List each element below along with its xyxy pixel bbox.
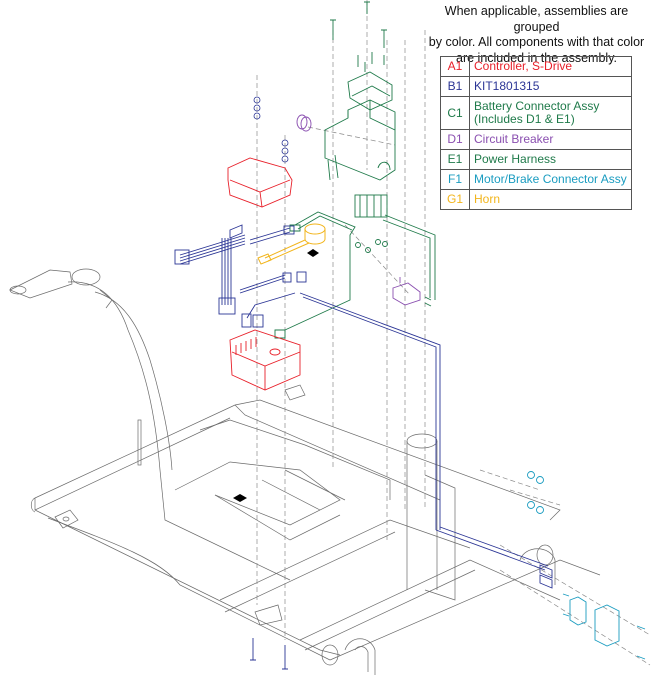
kit-1801315-harness	[174, 224, 553, 670]
legend-row: G1 Horn	[440, 189, 632, 210]
legend-label-line: (Includes D1 & E1)	[474, 112, 575, 126]
note-line: by color. All components with that color	[428, 35, 645, 49]
legend-label: Power Harness	[469, 149, 632, 170]
legend-row: C1 Battery Connector Assy (Includes D1 &…	[440, 96, 632, 130]
frame-side	[30, 497, 36, 513]
legend-code: E1	[440, 149, 470, 170]
legend-label: Horn	[469, 189, 632, 210]
legend-row: E1 Power Harness	[440, 149, 632, 170]
battery-connector-assembly	[274, 1, 436, 339]
legend-row: F1 Motor/Brake Connector Assy	[440, 169, 632, 190]
controller-s-drive	[227, 157, 301, 391]
legend-code: B1	[440, 76, 470, 97]
motor-brake-connector-assembly	[527, 471, 646, 660]
legend-label: Motor/Brake Connector Assy	[469, 169, 632, 190]
legend-label: Battery Connector Assy (Includes D1 & E1…	[469, 96, 632, 130]
assembly-legend-table: A1 Controller, S-Drive B1 KIT1801315 C1 …	[440, 56, 632, 210]
marker-diamond	[233, 494, 247, 502]
legend-label: Controller, S-Drive	[469, 56, 632, 77]
base-frame	[9, 268, 601, 675]
note-line: When applicable, assemblies are grouped	[444, 4, 629, 34]
legend-code: A1	[440, 56, 470, 77]
horn	[257, 223, 326, 265]
legend-row: D1 Circuit Breaker	[440, 129, 632, 150]
circuit-breaker	[296, 114, 421, 306]
legend-row: A1 Controller, S-Drive	[440, 56, 632, 77]
legend-row: B1 KIT1801315	[440, 76, 632, 97]
legend-label-line: Battery Connector Assy	[474, 99, 600, 113]
legend-label: Circuit Breaker	[469, 129, 632, 150]
legend-label: KIT1801315	[469, 76, 632, 97]
marker-diamond	[307, 249, 319, 257]
legend-code: F1	[440, 169, 470, 190]
assembly-guide-lines	[256, 0, 651, 666]
legend-code: C1	[440, 96, 470, 130]
legend-code: G1	[440, 189, 470, 210]
legend-code: D1	[440, 129, 470, 150]
nut-stack	[253, 96, 289, 163]
